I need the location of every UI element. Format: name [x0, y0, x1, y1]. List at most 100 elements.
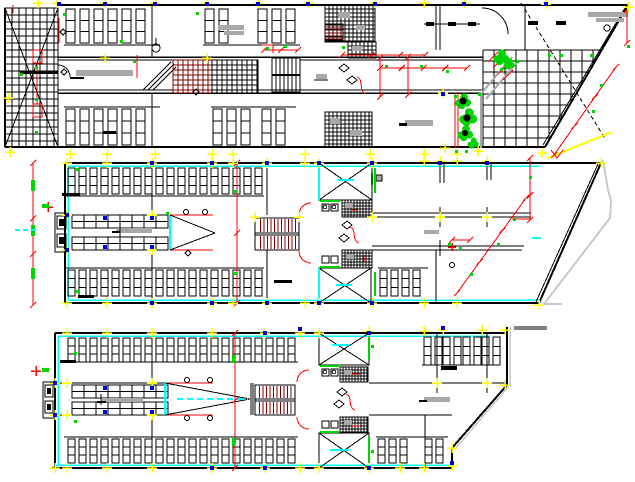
node-square [306, 2, 310, 6]
window [199, 337, 208, 363]
dim-text-mark [470, 273, 473, 276]
node-square [65, 248, 69, 252]
dimension-tick [591, 93, 599, 101]
node-square [150, 216, 154, 220]
dimension-tick [233, 229, 241, 237]
window [188, 337, 197, 363]
column-circle [184, 377, 190, 383]
dimension-tick [448, 236, 456, 244]
dimension-tick [396, 51, 404, 59]
dimension-tick [612, 63, 620, 71]
dim-text-mark [529, 176, 532, 179]
column-circle [449, 262, 455, 268]
node-square [103, 410, 107, 414]
dimension-tick [526, 191, 534, 199]
window [89, 438, 98, 464]
window [232, 438, 241, 464]
window [212, 108, 223, 146]
window [177, 167, 186, 195]
rect [356, 25, 365, 30]
rect [424, 397, 450, 402]
dimension-tick [277, 46, 285, 54]
dimension-tick [29, 250, 37, 258]
dim-text-mark [590, 54, 593, 57]
column-circle [184, 415, 190, 421]
dim-text-mark [455, 150, 458, 153]
window [199, 167, 208, 195]
dim-text-mark [35, 98, 38, 101]
node-square [373, 2, 377, 6]
diamond [192, 88, 200, 96]
node-square [210, 161, 214, 165]
node-square [53, 381, 57, 385]
window [199, 269, 208, 297]
line [164, 398, 251, 416]
diagonal-wall [544, 4, 629, 148]
window [121, 8, 132, 44]
node-square [103, 386, 107, 390]
dimension-tick [404, 91, 412, 99]
rect [47, 388, 51, 394]
node-square [150, 301, 154, 305]
dim-text-mark [478, 93, 481, 96]
window [243, 167, 252, 195]
window [226, 108, 237, 146]
dimension-tick [367, 51, 375, 59]
window [188, 438, 197, 464]
node-square [485, 161, 489, 165]
dim-text-mark [592, 110, 595, 113]
window [210, 167, 219, 195]
rect [344, 370, 352, 375]
window [155, 337, 164, 363]
node-square [256, 2, 260, 6]
rect [47, 404, 51, 410]
vegetation [507, 58, 513, 64]
node-square [370, 161, 374, 165]
rect [321, 368, 330, 377]
column-circle [202, 209, 208, 215]
dimension-tick [441, 64, 449, 72]
rect [352, 46, 362, 51]
column-circle [183, 209, 189, 215]
window [155, 269, 164, 297]
node-square [57, 2, 61, 6]
window [287, 438, 296, 464]
dim-text-mark [513, 218, 516, 221]
diamond [59, 28, 67, 36]
window [135, 108, 146, 146]
window [100, 167, 109, 195]
dim-text-mark [63, 13, 66, 16]
bath-hatch [339, 366, 369, 383]
dimension-tick [522, 194, 530, 202]
line [142, 61, 172, 91]
window [133, 337, 142, 363]
dim-text-mark [31, 268, 35, 279]
rect [59, 219, 64, 226]
rect [448, 22, 456, 26]
line [4, 7, 59, 148]
node-square [65, 213, 69, 217]
rect [344, 420, 352, 425]
rect [399, 123, 407, 126]
rect [274, 280, 292, 283]
path [356, 76, 367, 95]
dim-text-mark [133, 60, 136, 63]
dimension-tick [231, 329, 239, 337]
rect [76, 70, 133, 76]
window [254, 269, 263, 297]
window [265, 337, 274, 363]
dim-text-mark [42, 368, 49, 372]
window [401, 269, 410, 297]
node-square [450, 461, 454, 465]
node-square [298, 327, 302, 331]
node-square [317, 301, 321, 305]
vegetation [498, 49, 506, 58]
rect [321, 420, 330, 429]
rect [224, 31, 244, 35]
node-square [53, 413, 57, 417]
column-circle [207, 377, 213, 383]
window [210, 337, 219, 363]
dim-text-mark [420, 65, 423, 68]
dimension-tick [466, 236, 474, 244]
